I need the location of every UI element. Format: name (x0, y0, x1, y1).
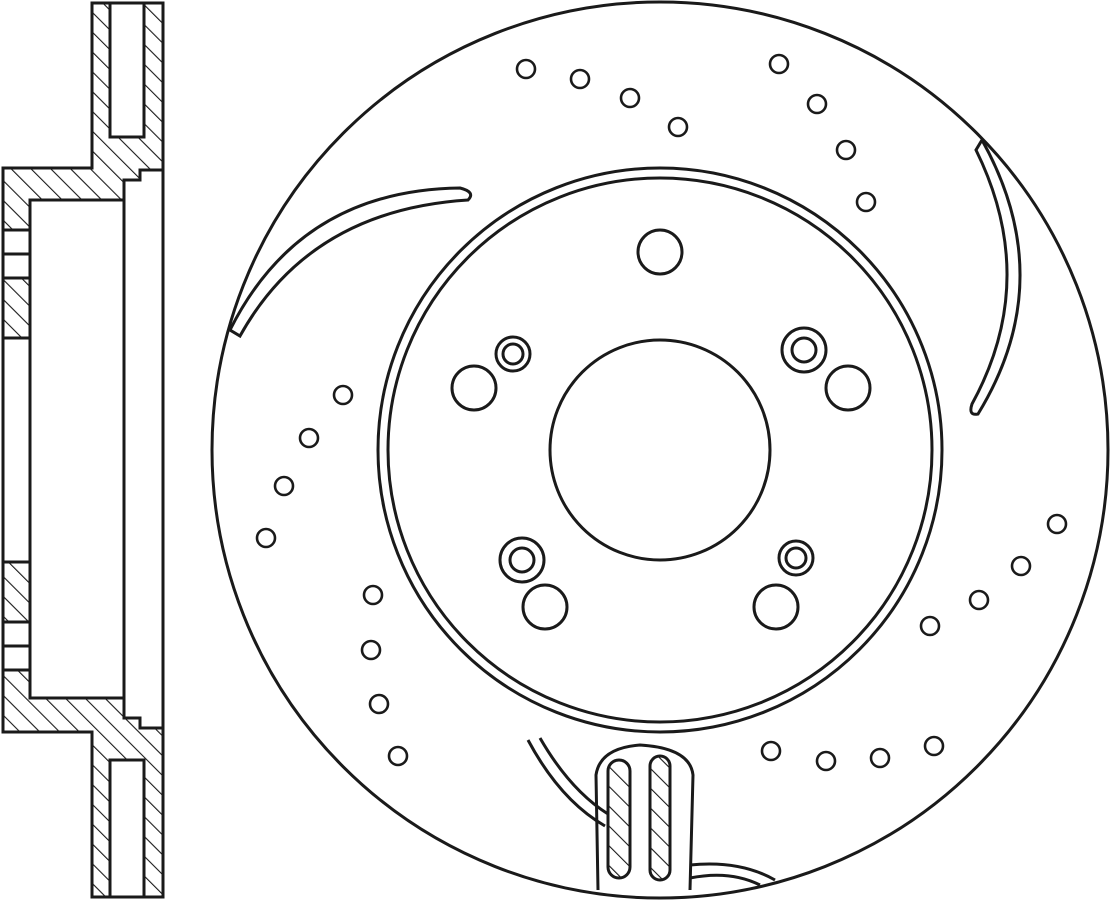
section-view (1, 1, 165, 899)
curved-slot (538, 737, 609, 816)
vent-slot (648, 754, 672, 882)
threaded-hole (777, 539, 815, 577)
cross-drilled-holes (255, 53, 1068, 772)
curved-slot-lower (689, 873, 761, 887)
curved-slot (969, 137, 1022, 416)
bolt-hole (752, 583, 800, 631)
bolt-hole (450, 364, 498, 412)
threaded-hole (494, 335, 532, 373)
vent-tab (594, 743, 695, 891)
bolt-hole (636, 228, 684, 276)
hat-inner-edge (386, 176, 934, 724)
vent-slot-top (108, 1, 146, 139)
vent-slot-bottom (108, 758, 146, 899)
curved-slot-lower (689, 862, 776, 882)
curved-slot (526, 739, 606, 828)
bolt-hole (521, 583, 569, 631)
threaded-hole (780, 326, 828, 374)
hat-hatch-upper (1, 276, 32, 340)
curved-slot (228, 186, 473, 339)
bolt-hole (824, 364, 872, 412)
hat-hatch-lower (1, 560, 32, 624)
vent-slot (606, 758, 632, 880)
center-bore (548, 338, 772, 562)
front-view (210, 0, 1110, 900)
hat-outer-edge (376, 166, 944, 734)
threaded-hole (498, 536, 546, 584)
rotor-outer-edge (210, 0, 1110, 900)
